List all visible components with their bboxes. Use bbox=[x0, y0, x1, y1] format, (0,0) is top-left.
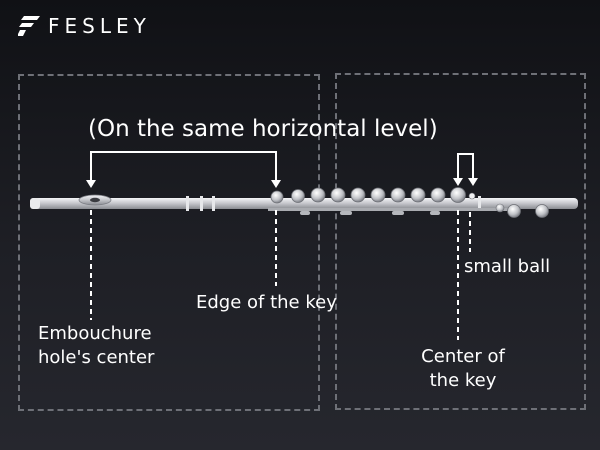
brand-logo: FESLEY bbox=[18, 14, 151, 38]
left-section-frame bbox=[18, 74, 320, 411]
label-embouchure-hole-center: Embouchure hole's center bbox=[38, 322, 238, 370]
fesley-logo-icon bbox=[18, 16, 40, 36]
label-center-of-key: Center of the key bbox=[398, 345, 528, 393]
brand-name: FESLEY bbox=[48, 14, 151, 38]
label-center-line1: Center of bbox=[421, 346, 505, 367]
label-embouchure-line2: hole's center bbox=[38, 347, 155, 368]
label-embouchure-line1: Embouchure bbox=[38, 323, 152, 344]
label-small-ball: small ball bbox=[464, 256, 551, 277]
label-edge-of-key: Edge of the key bbox=[196, 292, 337, 313]
label-center-line2: the key bbox=[429, 370, 497, 391]
horizontal-level-bracket bbox=[86, 151, 281, 188]
key-center-bracket bbox=[453, 153, 478, 186]
flute-image bbox=[30, 187, 578, 218]
diagram-title: (On the same horizontal level) bbox=[88, 116, 438, 142]
right-section-frame bbox=[335, 73, 586, 410]
leader-lines bbox=[90, 210, 471, 340]
